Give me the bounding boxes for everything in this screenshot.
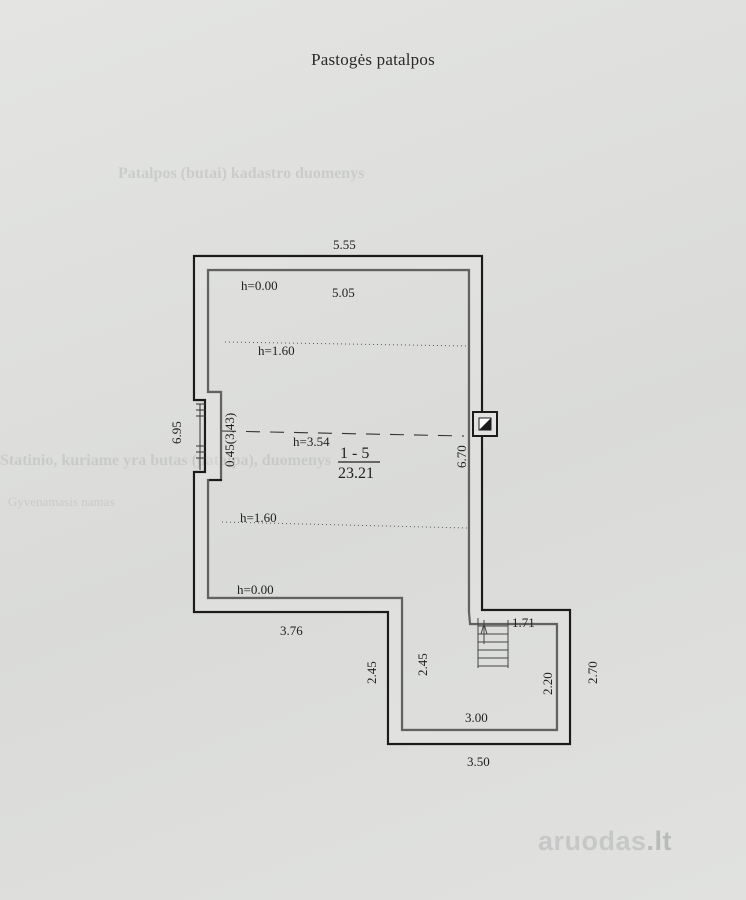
background-text: Statinio, kuriame yra butas (patalpa), d… [0,452,332,469]
dim-right-inner: 6.70 [454,445,469,468]
height-ridge: h=3.54 [293,434,330,449]
dim-top-inner: 5.05 [332,285,355,300]
page-title: Pastogės patalpos [311,50,435,69]
dim-stair-width: 1.71 [512,615,535,630]
dim-annex-outer-width: 3.50 [467,754,490,769]
room-area: 23.21 [338,465,374,482]
dim-bottom-left: 3.76 [280,623,303,638]
room-id: 1 - 5 [340,445,369,462]
height-bottom: h=0.00 [237,582,274,597]
wall-fill [195,257,569,743]
dim-annex-inner-width: 3.00 [465,710,488,725]
watermark-text: aruodas [538,826,647,856]
height-top: h=0.00 [241,278,278,293]
outer-wall [192,254,572,746]
height-line [224,341,468,347]
height-line [221,521,468,529]
watermark-logo: aruodas.lt [538,826,672,857]
window [196,403,206,470]
height-lower: h=1.60 [240,510,277,525]
dim-window-width: 0.45(3.43) [222,413,237,467]
dim-step-outer: 2.45 [364,661,379,684]
dim-top-outer: 5.55 [333,237,356,252]
dim-annex-outer-height: 2.70 [585,661,600,684]
dim-annex-inner-height: 2.20 [540,672,555,695]
dim-step-inner: 2.45 [415,653,430,676]
height-upper: h=1.60 [258,343,295,358]
vent-box [472,411,498,437]
stairs [477,618,509,668]
ridge-line [221,430,465,437]
background-text: Patalpos (butai) kadastro duomenys [118,165,365,182]
background-text: Gyvenamasis namas [8,494,115,509]
inner-wall [206,268,559,732]
watermark-suffix: .lt [646,826,673,856]
dim-left-outer: 6.95 [169,421,184,444]
